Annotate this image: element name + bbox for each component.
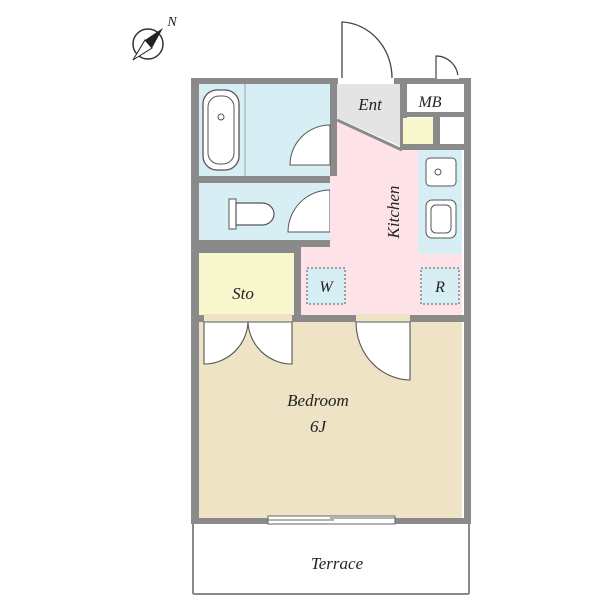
bathroom-right-wall <box>330 84 337 176</box>
bathtub-inner <box>207 95 235 165</box>
toilet-door-swing <box>287 189 331 233</box>
toilet-bottom-wall <box>199 240 337 247</box>
compass: N <box>132 15 177 61</box>
compass-ring <box>132 28 164 60</box>
bedroom-size: 6J <box>310 417 328 436</box>
kitchen <box>301 122 462 315</box>
entrance <box>337 84 400 146</box>
shaft-wall <box>433 114 440 150</box>
meter-box-door-opening <box>437 75 459 79</box>
shoe-cabinet <box>403 118 433 145</box>
entrance-label: Ent <box>357 95 383 114</box>
compass-label: N <box>166 15 177 30</box>
washer-label: W <box>319 279 334 296</box>
kitchen-left-opening <box>330 176 337 247</box>
toilet-icon <box>235 202 275 226</box>
storage <box>199 253 294 315</box>
sink-basin <box>430 204 452 234</box>
front-door-swing <box>341 21 393 79</box>
terrace: Terrace <box>192 522 470 595</box>
closet-door-left-swing <box>203 321 249 365</box>
bedroom-door-swing <box>355 321 411 381</box>
entrance-right-wall <box>400 84 407 150</box>
sink-icon <box>425 199 457 239</box>
stove-burner <box>434 168 442 176</box>
pipe-shaft <box>440 118 462 144</box>
washer-space <box>306 267 346 305</box>
bedroom-label: Bedroom <box>287 391 349 410</box>
fridge-label: R <box>434 279 445 296</box>
bath-divider <box>244 84 246 176</box>
bedroom-door-opening <box>356 314 410 323</box>
meter-box-label: MB <box>417 94 441 111</box>
kitchen-label: Kitchen <box>384 186 403 240</box>
shaft-bottom-wall <box>401 144 464 150</box>
bedroom <box>199 322 462 518</box>
closet-door-right-swing <box>247 321 293 365</box>
bedroom-top-wall <box>199 315 464 322</box>
front-door-opening <box>338 76 394 84</box>
closet-door-opening <box>204 314 292 323</box>
storage-label: Sto <box>232 284 254 303</box>
entrance-step-line <box>336 118 403 152</box>
meter-box <box>407 84 464 114</box>
bathroom-bottom-wall <box>199 176 337 183</box>
meter-box-door-swing <box>435 55 459 79</box>
north-arrow-icon <box>145 28 163 48</box>
terrace-label: Terrace <box>311 554 364 573</box>
storage-top-wall <box>199 247 301 253</box>
bathroom-door-swing <box>289 124 331 166</box>
south-arrow-icon <box>132 39 153 61</box>
toilet-tank <box>228 198 237 230</box>
fridge-space <box>420 267 460 305</box>
bathtub-icon <box>202 89 240 171</box>
storage-right-wall <box>294 247 301 322</box>
bathtub-drain <box>217 113 225 121</box>
